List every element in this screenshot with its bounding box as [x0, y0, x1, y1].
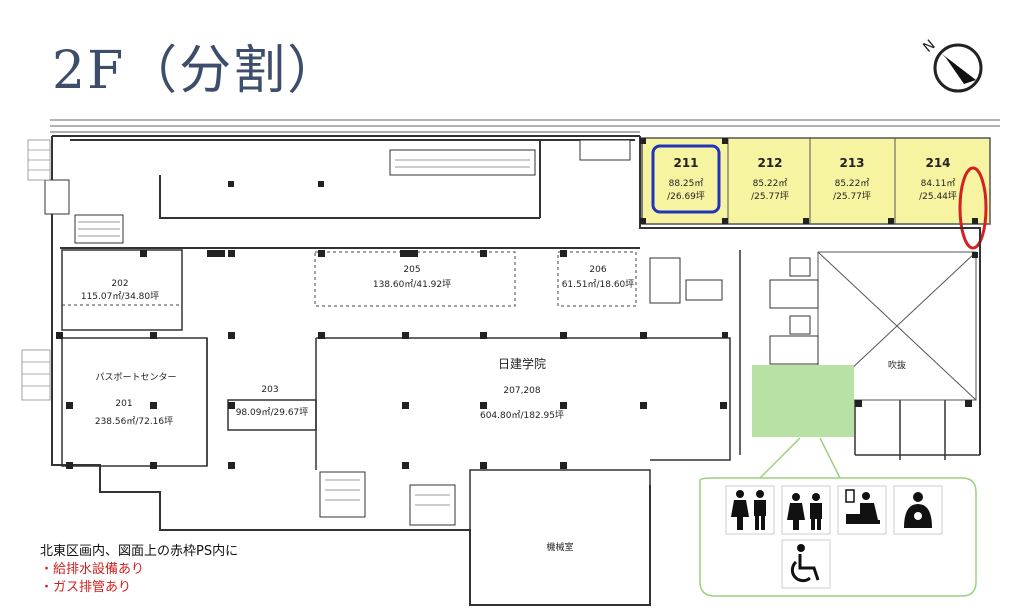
green-area — [752, 365, 854, 437]
atrium-label: 吹抜 — [888, 359, 906, 371]
svg-text:パスポートセンター: パスポートセンター — [95, 372, 176, 383]
svg-text:98.09㎡/29.67坪: 98.09㎡/29.67坪 — [236, 407, 309, 418]
svg-text:604.80㎡/182.95坪: 604.80㎡/182.95坪 — [480, 410, 564, 421]
svg-text:214: 214 — [925, 156, 950, 170]
svg-text:213: 213 — [839, 156, 864, 170]
svg-text:85.22㎡: 85.22㎡ — [835, 178, 870, 189]
unit-211-highlight — [651, 144, 721, 214]
plan-top-edge — [50, 119, 1000, 133]
svg-text:212: 212 — [757, 156, 782, 170]
left-stairs — [21, 139, 51, 401]
interior-walls — [61, 249, 980, 606]
note-line: ・ガス排管あり — [40, 580, 132, 595]
page-title: 2F（分割） — [52, 41, 342, 101]
svg-text:138.60㎡/41.92坪: 138.60㎡/41.92坪 — [373, 279, 451, 290]
ps-red-ring — [958, 166, 988, 250]
family-restroom-icon — [781, 485, 831, 535]
svg-text:61.51㎡/18.60坪: 61.51㎡/18.60坪 — [562, 279, 635, 290]
tenant-strip — [641, 137, 991, 225]
svg-text:238.56㎡/72.16坪: 238.56㎡/72.16坪 — [95, 416, 173, 427]
unit-211: 211 88.25㎡ /26.69坪 — [667, 156, 705, 202]
svg-text:115.07㎡/34.80坪: 115.07㎡/34.80坪 — [81, 291, 159, 302]
svg-text:88.25㎡: 88.25㎡ — [669, 178, 704, 189]
machine-room-label: 機械室 — [546, 541, 573, 553]
unit-201: パスポートセンター 201 238.56㎡/72.16坪 — [95, 372, 177, 427]
wheelchair-icon — [781, 539, 831, 589]
dashed-units — [62, 251, 637, 307]
unit-213: 213 85.22㎡ /25.77坪 — [833, 156, 871, 202]
svg-text:/26.69坪: /26.69坪 — [667, 191, 705, 202]
unit-214: 214 84.11㎡ /25.44坪 — [919, 156, 957, 202]
svg-text:84.11㎡: 84.11㎡ — [921, 178, 956, 189]
stair-blocks — [44, 139, 819, 526]
unit-212: 212 85.22㎡ /25.77坪 — [751, 156, 789, 202]
columns — [56, 138, 978, 469]
svg-text:203: 203 — [261, 385, 278, 395]
ostomate-icon — [893, 485, 943, 535]
restroom-icon — [725, 485, 775, 535]
svg-text:85.22㎡: 85.22㎡ — [753, 178, 788, 189]
svg-text:/25.77坪: /25.77坪 — [751, 191, 789, 202]
baby-changing-icon — [837, 485, 887, 535]
svg-text:/25.44坪: /25.44坪 — [919, 191, 957, 202]
north-arrow-icon: N — [920, 37, 983, 93]
svg-text:202: 202 — [111, 279, 128, 289]
svg-text:206: 206 — [589, 265, 606, 275]
svg-text:日建学院: 日建学院 — [498, 356, 546, 371]
svg-text:201: 201 — [115, 399, 132, 409]
svg-text:/25.77坪: /25.77坪 — [833, 191, 871, 202]
note-line: ・給排水設備あり — [40, 562, 145, 577]
svg-text:205: 205 — [403, 265, 420, 275]
building-outline — [51, 135, 981, 606]
unit-205: 205 138.60㎡/41.92坪 — [373, 265, 451, 290]
unit-202: 202 115.07㎡/34.80坪 — [81, 279, 159, 302]
unit-207: 日建学院 207,208 604.80㎡/182.95坪 — [480, 356, 564, 421]
svg-text:207,208: 207,208 — [503, 386, 540, 396]
note-line: 北東区画内、図面上の赤枠PS内に — [40, 544, 239, 559]
unit-203: 203 98.09㎡/29.67坪 — [236, 385, 309, 418]
svg-text:211: 211 — [673, 156, 698, 170]
notes: 北東区画内、図面上の赤枠PS内に ・給排水設備あり ・ガス排管あり — [40, 543, 238, 597]
unit-206: 206 61.51㎡/18.60坪 — [562, 265, 635, 290]
